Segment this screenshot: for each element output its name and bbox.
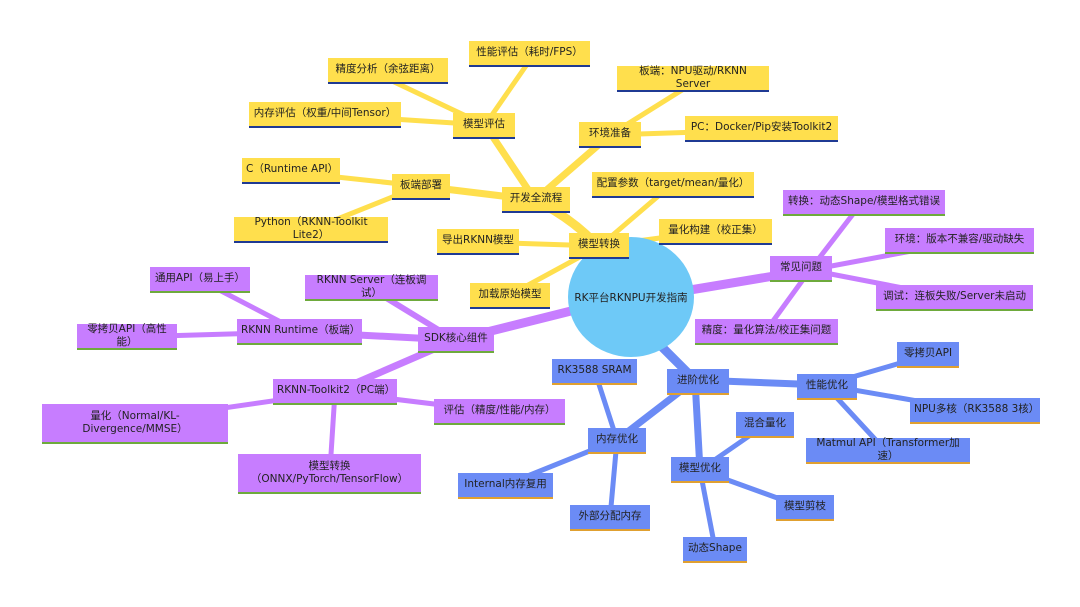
edge-advanced-model bbox=[691, 376, 704, 474]
node-mem-opt[interactable]: 内存优化 bbox=[588, 428, 646, 454]
node-convert-quant[interactable]: 量化构建（校正集） bbox=[659, 219, 772, 245]
node-mem-sram[interactable]: RK3588 SRAM bbox=[552, 359, 637, 385]
node-dev-flow[interactable]: 开发全流程 bbox=[502, 187, 570, 213]
node-faq-precision[interactable]: 精度：量化算法/校正集问题 bbox=[695, 319, 838, 345]
node-faq-env[interactable]: 环境：版本不兼容/驱动缺失 bbox=[885, 228, 1034, 254]
node-board-deploy[interactable]: 板端部署 bbox=[392, 174, 450, 200]
node-model-opt[interactable]: 模型优化 bbox=[671, 457, 729, 483]
node-mem-external[interactable]: 外部分配内存 bbox=[570, 505, 650, 531]
node-model-convert[interactable]: 模型转换 bbox=[569, 233, 629, 259]
node-env-prep[interactable]: 环境准备 bbox=[579, 122, 641, 148]
node-faq-debug[interactable]: 调试：连板失败/Server未启动 bbox=[876, 285, 1033, 311]
node-deploy-python[interactable]: Python（RKNN-Toolkit Lite2） bbox=[234, 216, 388, 243]
node-precision-analysis[interactable]: 精度分析（余弦距离） bbox=[328, 58, 448, 84]
node-perf-matmul[interactable]: Matmul API（Transformer加速） bbox=[806, 437, 970, 464]
node-model-dynamic[interactable]: 动态Shape bbox=[683, 537, 747, 563]
node-perf-zerocopy[interactable]: 零拷贝API bbox=[897, 342, 959, 368]
node-sdk-server[interactable]: RKNN Server（连板调试） bbox=[305, 274, 438, 301]
node-toolkit-convert[interactable]: 模型转换（ONNX/PyTorch/TensorFlow） bbox=[238, 454, 421, 494]
node-model-mixed[interactable]: 混合量化 bbox=[736, 412, 794, 438]
node-sdk-runtime[interactable]: RKNN Runtime（板端） bbox=[237, 319, 362, 345]
node-faq-convert[interactable]: 转换：动态Shape/模型格式错误 bbox=[783, 190, 945, 216]
node-perf-opt[interactable]: 性能优化 bbox=[797, 374, 857, 400]
node-perf-eval[interactable]: 性能评估（耗时/FPS） bbox=[469, 41, 590, 67]
node-model-eval[interactable]: 模型评估 bbox=[453, 113, 515, 139]
node-convert-config[interactable]: 配置参数（target/mean/量化） bbox=[592, 172, 754, 198]
edge-model-dynamic bbox=[697, 467, 718, 551]
node-sdk-toolkit[interactable]: RKNN-Toolkit2（PC端） bbox=[273, 379, 397, 405]
node-model-prune[interactable]: 模型剪枝 bbox=[776, 495, 834, 521]
node-deploy-c[interactable]: C（Runtime API） bbox=[242, 158, 340, 184]
node-runtime-general[interactable]: 通用API（易上手） bbox=[150, 267, 250, 293]
node-memory-eval[interactable]: 内存评估（权重/中间Tensor） bbox=[249, 102, 401, 128]
node-perf-multicore[interactable]: NPU多核（RK3588 3核） bbox=[910, 398, 1040, 424]
node-env-board[interactable]: 板端：NPU驱动/RKNN Server bbox=[617, 65, 769, 92]
node-faq[interactable]: 常见问题 bbox=[770, 256, 832, 282]
node-sdk[interactable]: SDK核心组件 bbox=[418, 327, 494, 353]
node-convert-export[interactable]: 导出RKNN模型 bbox=[437, 229, 519, 255]
node-toolkit-eval[interactable]: 评估（精度/性能/内存） bbox=[434, 399, 565, 425]
node-convert-load[interactable]: 加载原始模型 bbox=[470, 283, 550, 309]
node-toolkit-quant[interactable]: 量化（Normal/KL-Divergence/MMSE） bbox=[42, 404, 228, 444]
node-env-pc[interactable]: PC：Docker/Pip安装Toolkit2 bbox=[685, 116, 838, 142]
node-runtime-zerocopy[interactable]: 零拷贝API（高性能） bbox=[77, 323, 177, 350]
node-mem-internal[interactable]: Internal内存复用 bbox=[458, 473, 553, 499]
node-advanced[interactable]: 进阶优化 bbox=[667, 369, 729, 395]
